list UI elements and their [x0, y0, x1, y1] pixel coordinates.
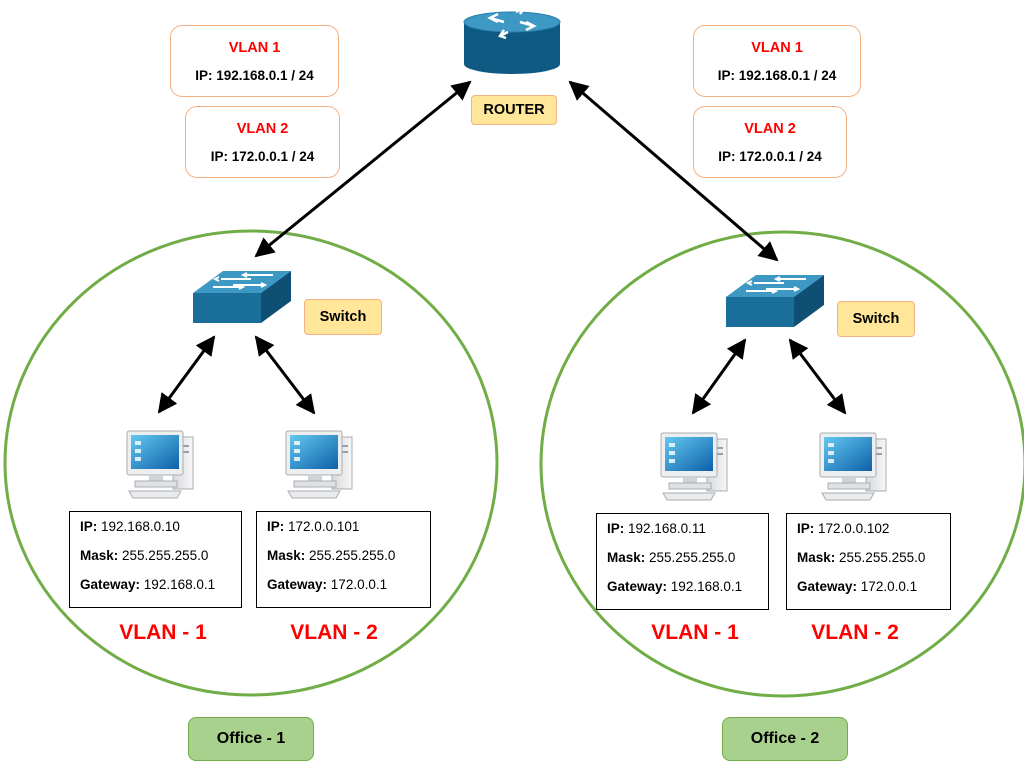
host-gateway: Gateway: 172.0.0.1: [797, 579, 918, 594]
host-ip: IP: 172.0.0.101: [267, 519, 360, 534]
switch-icon: [192, 270, 292, 324]
host-config-box: IP: 172.0.0.102 Mask: 255.255.255.0 Gate…: [786, 513, 951, 610]
vlan-ip: IP: 192.168.0.1 / 24: [717, 67, 837, 83]
host-config-box: IP: 192.168.0.10 Mask: 255.255.255.0 Gat…: [69, 511, 242, 608]
link-router-switch-1: [254, 80, 472, 258]
vlan-name: VLAN 1: [751, 39, 803, 56]
host-vlan-label: VLAN - 2: [290, 621, 378, 644]
office-2-circle: [539, 230, 1024, 698]
switch-icon: [725, 274, 825, 328]
host-config-box: IP: 192.168.0.11 Mask: 255.255.255.0 Gat…: [596, 513, 769, 610]
host-ip: IP: 172.0.0.102: [797, 521, 890, 536]
switch-label: Switch: [304, 299, 382, 335]
router-vlan-card: VLAN 2 IP: 172.0.0.1 / 24: [693, 106, 847, 178]
router-vlan-card: VLAN 1 IP: 192.168.0.1 / 24: [170, 25, 339, 97]
link-switch-2-pc-1: [691, 338, 747, 415]
office-1-circle: [3, 229, 499, 697]
host-gateway: Gateway: 172.0.0.1: [267, 577, 388, 592]
router-vlan-card: VLAN 2 IP: 172.0.0.1 / 24: [185, 106, 340, 178]
office-label: Office - 1: [188, 717, 314, 761]
vlan-ip: IP: 192.168.0.1 / 24: [195, 67, 314, 83]
host-mask: Mask: 255.255.255.0: [607, 550, 736, 565]
host-ip: IP: 192.168.0.11: [607, 521, 706, 536]
vlan-name: VLAN 2: [744, 120, 796, 137]
computer-icon: [660, 432, 728, 501]
host-ip: IP: 192.168.0.10: [80, 519, 180, 534]
switch-label: Switch: [837, 301, 915, 337]
computer-icon: [285, 430, 353, 499]
vlan-name: VLAN 1: [228, 39, 281, 56]
link-router-switch-2: [568, 80, 779, 262]
link-switch-2-pc-2: [788, 338, 847, 415]
router-label: ROUTER: [471, 95, 557, 125]
host-gateway: Gateway: 192.168.0.1: [607, 579, 743, 594]
link-switch-1-pc-1: [157, 335, 216, 414]
vlan-name: VLAN 2: [236, 120, 289, 137]
host-vlan-label: VLAN - 2: [811, 621, 899, 644]
host-mask: Mask: 255.255.255.0: [797, 550, 926, 565]
host-vlan-label: VLAN - 1: [119, 621, 207, 644]
office-label: Office - 2: [722, 717, 848, 761]
vlan-ip: IP: 172.0.0.1 / 24: [210, 148, 315, 164]
host-mask: Mask: 255.255.255.0: [80, 548, 209, 563]
router-vlan-card: VLAN 1 IP: 192.168.0.1 / 24: [693, 25, 861, 97]
computer-icon: [126, 430, 194, 499]
computer-icon: [819, 432, 887, 501]
vlan-ip: IP: 172.0.0.1 / 24: [718, 148, 822, 164]
host-vlan-label: VLAN - 1: [651, 621, 739, 644]
host-mask: Mask: 255.255.255.0: [267, 548, 396, 563]
router-icon: [463, 4, 561, 74]
host-config-box: IP: 172.0.0.101 Mask: 255.255.255.0 Gate…: [256, 511, 431, 608]
host-gateway: Gateway: 192.168.0.1: [80, 577, 216, 592]
link-switch-1-pc-2: [254, 335, 316, 415]
